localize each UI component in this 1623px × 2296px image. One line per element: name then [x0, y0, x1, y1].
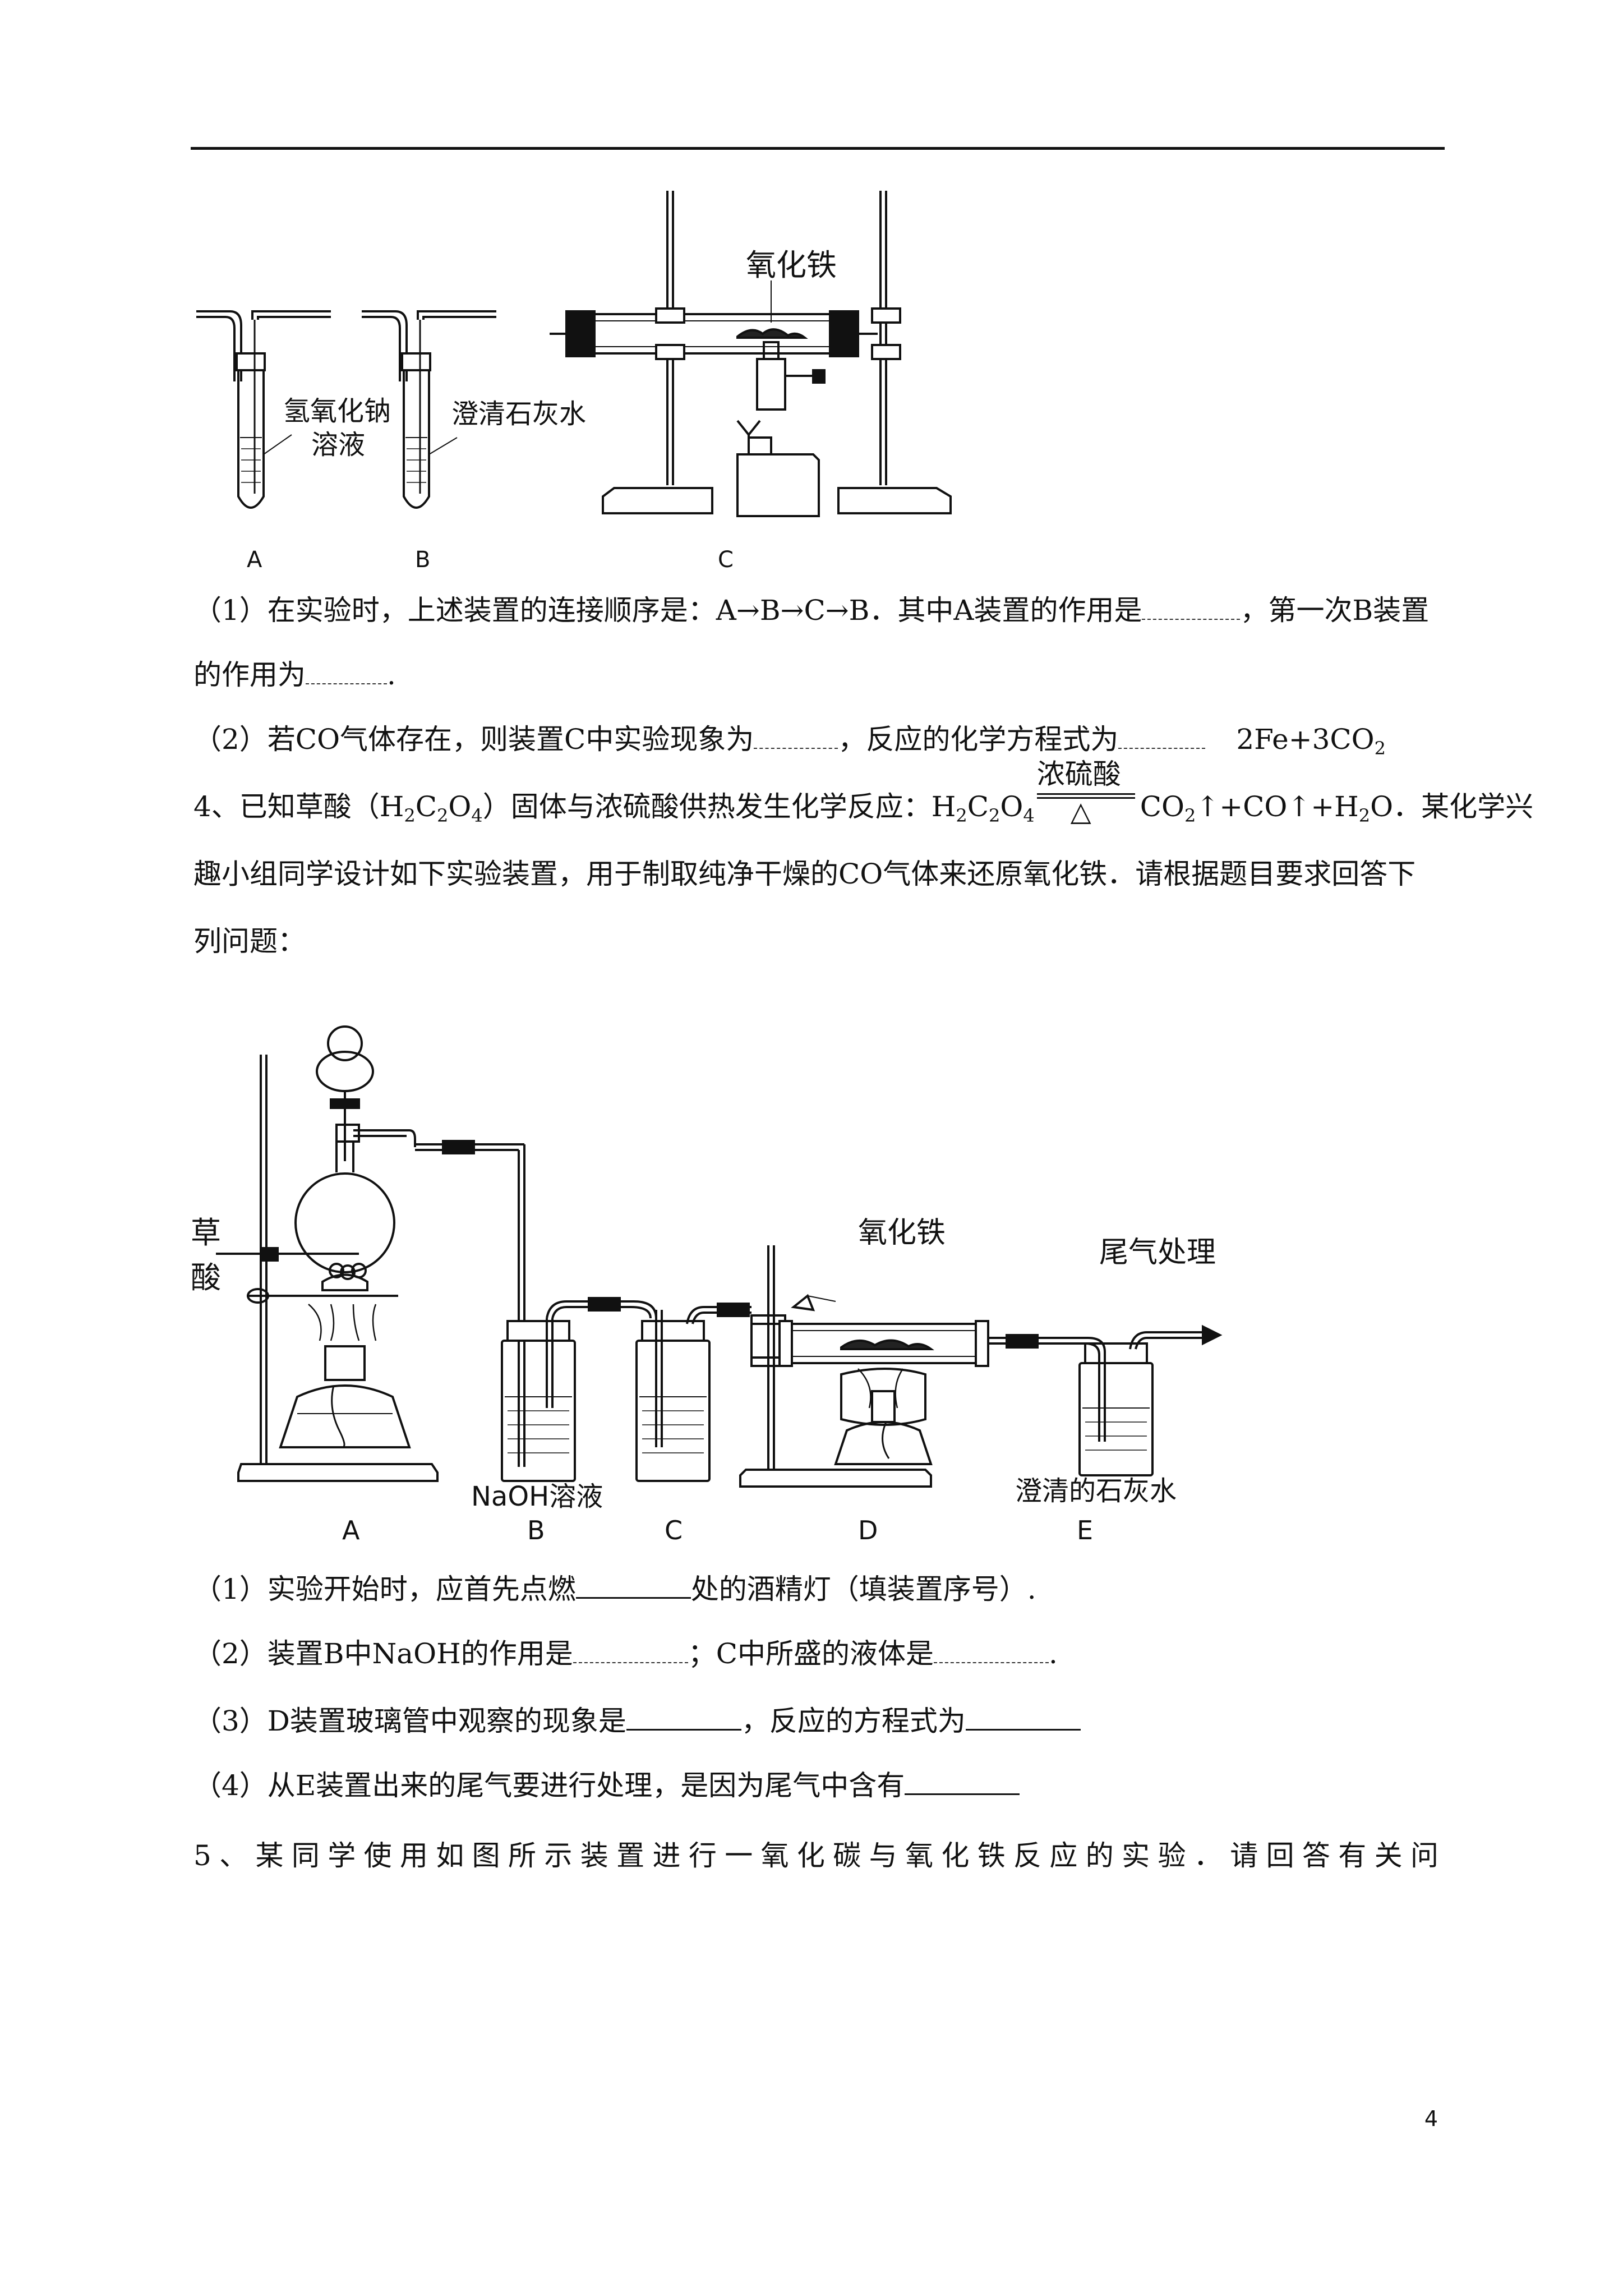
- reaction-condition: 浓硫酸△: [1036, 758, 1138, 826]
- fig1-label-b: B: [415, 547, 431, 573]
- fig2-label-limewater: 澄清的石灰水: [1015, 1475, 1177, 1507]
- fig2-label-iron-oxide: 氧化铁: [858, 1216, 946, 1250]
- fig1-label-limewater: 澄清石灰水: [451, 398, 587, 430]
- fig2-label-a: A: [342, 1515, 360, 1545]
- fig2-label-tail-gas: 尾气处理: [1099, 1236, 1216, 1269]
- fig2-label-naoh: NaOH溶液: [471, 1481, 603, 1512]
- fig2-label-b: B: [527, 1515, 545, 1545]
- fig1-label-c: C: [718, 547, 734, 573]
- fig2-label-e: E: [1077, 1515, 1094, 1545]
- q4-part2: （2）装置B中NaOH的作用是；C中所盛的液体是.: [193, 1637, 1058, 1670]
- apparatus-c: [550, 191, 952, 517]
- test-tube-b: [362, 310, 496, 509]
- header-rule: [191, 147, 1445, 150]
- apparatus-a: [216, 1025, 525, 1482]
- page-number: 4: [1424, 2106, 1438, 2131]
- bottle-e: [1054, 1324, 1223, 1476]
- q4-intro-line3: 列问题：: [193, 925, 306, 958]
- bottle-c: [611, 1300, 751, 1482]
- test-tube-a: [196, 310, 331, 509]
- answer-blank[interactable]: [573, 1637, 688, 1663]
- figure-1-apparatus: [185, 191, 1026, 583]
- answer-blank[interactable]: [933, 1637, 1049, 1663]
- q3-part1-line1: （1）在实验时，上述装置的连接顺序是：A→B→C→B．其中A装置的作用是，第一次…: [193, 594, 1430, 627]
- q5-text: 5、某同学使用如图所示装置进行一氧化碳与氧化铁反应的实验．请回答有关问: [193, 1839, 1438, 1872]
- q3-part1-line2: 的作用为.: [193, 659, 396, 691]
- answer-blank[interactable]: [1118, 723, 1206, 749]
- answer-blank[interactable]: [306, 659, 387, 684]
- fig1-label-a: A: [247, 547, 262, 573]
- answer-blank[interactable]: [754, 723, 838, 749]
- q4-part1: （1）实验开始时，应首先点燃处的酒精灯（填装置序号）.: [193, 1572, 1036, 1605]
- answer-blank[interactable]: [905, 1769, 1020, 1795]
- figure-2-apparatus: [185, 1004, 1251, 1537]
- fig1-label-iron-oxide: 氧化铁: [746, 247, 837, 283]
- answer-blank[interactable]: [1142, 594, 1241, 620]
- fig2-label-oxalic-1: 草: [191, 1215, 221, 1250]
- q4-part3: （3）D装置玻璃管中观察的现象是，反应的方程式为: [193, 1688, 1081, 1754]
- fig2-label-c: C: [665, 1515, 683, 1545]
- fig2-label-oxalic-2: 酸: [191, 1260, 221, 1295]
- fig1-label-naoh-1: 氢氧化钠: [283, 395, 391, 427]
- answer-blank[interactable]: [965, 1704, 1081, 1731]
- answer-blank[interactable]: [575, 1572, 691, 1599]
- q4-part4: （4）从E装置出来的尾气要进行处理，是因为尾气中含有: [193, 1753, 1020, 1818]
- answer-blank[interactable]: [626, 1704, 741, 1731]
- apparatus-d: [739, 1245, 1054, 1488]
- q4-intro-line2: 趣小组同学设计如下实验装置，用于制取纯净干燥的CO气体来还原氧化铁．请根据题目要…: [193, 858, 1416, 890]
- fig2-label-d: D: [858, 1515, 878, 1545]
- fig1-label-naoh-2: 溶液: [311, 429, 366, 461]
- bottle-b: [501, 1297, 621, 1482]
